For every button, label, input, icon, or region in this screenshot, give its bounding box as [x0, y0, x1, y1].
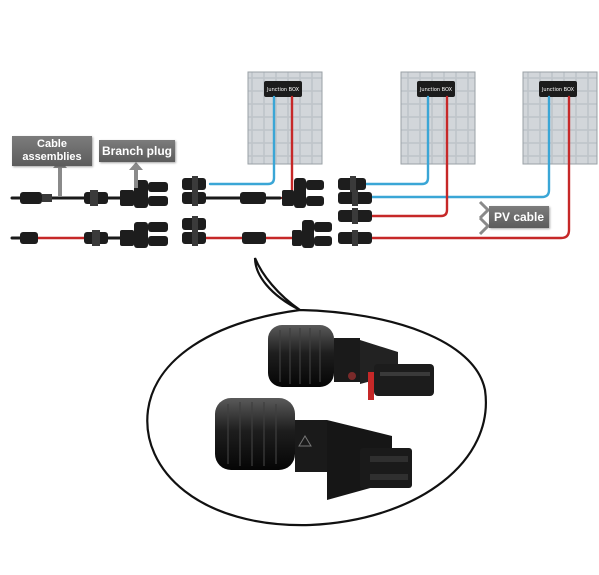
- positive-wire-3: [370, 95, 571, 240]
- junction-box-2-label: Junction BOX: [419, 87, 453, 93]
- solar-panel-2: Junction BOX: [400, 71, 476, 165]
- negative-wire-1: [208, 95, 276, 186]
- connector-closeup-bubble: [146, 257, 487, 527]
- junction-box-3: Junction BOX: [539, 81, 577, 97]
- branch-plug-label: Branch plug: [99, 140, 175, 162]
- branch-plug-connector-1: [120, 180, 168, 208]
- mc4-connector-icon: [182, 216, 206, 232]
- mc4-connector-icon: [182, 190, 206, 206]
- solar-panel-3: Junction BOX: [522, 71, 598, 165]
- cable-assemblies-label: Cable assemblies: [12, 136, 92, 166]
- mc4-connector-icon: [182, 230, 206, 246]
- mc4-connector-icon: [338, 230, 372, 246]
- cable-assemblies-line2: assemblies: [22, 151, 82, 163]
- junction-box-1-label: Junction BOX: [266, 87, 300, 93]
- negative-wire-2: [360, 95, 430, 186]
- mc4-connector-icons: [20, 176, 372, 246]
- mc4-connector-icon: [338, 208, 372, 224]
- mc4-connector-icon: [84, 190, 108, 206]
- positive-wire-2: [370, 95, 449, 218]
- negative-wire-3: [370, 95, 551, 199]
- solar-panel-1: Junction BOX: [247, 71, 323, 165]
- mc4-connector-icon: [240, 192, 266, 204]
- mc4-connector-icon: [84, 230, 108, 246]
- negative-wires: [208, 95, 551, 199]
- junction-box-1: Junction BOX: [264, 81, 302, 97]
- junction-box-3-label: Junction BOX: [541, 87, 575, 93]
- mc4-connector-icon: [338, 190, 372, 206]
- bidirectional-arrow-icon: [478, 200, 491, 236]
- mc4-connector-icon: [182, 176, 206, 192]
- arrow-up-icon: [129, 162, 143, 188]
- cable-assemblies-line1: Cable: [37, 138, 67, 150]
- mc4-connector-icon: [20, 192, 52, 204]
- junction-box-2: Junction BOX: [417, 81, 455, 97]
- mc4-connector-icon: [20, 232, 38, 244]
- mc4-male-connector-closeup: [268, 325, 434, 400]
- pv-cable-label: PV cable: [489, 206, 549, 228]
- mc4-female-connector-closeup: [215, 398, 412, 500]
- mc4-connector-icon: [242, 232, 266, 244]
- branch-plugs: [120, 178, 332, 248]
- branch-plug-connector-2: [120, 222, 168, 248]
- branch-plug-connector-3: [282, 178, 324, 208]
- branch-plug-connector-4: [292, 220, 332, 248]
- mc4-connector-icon: [338, 176, 366, 192]
